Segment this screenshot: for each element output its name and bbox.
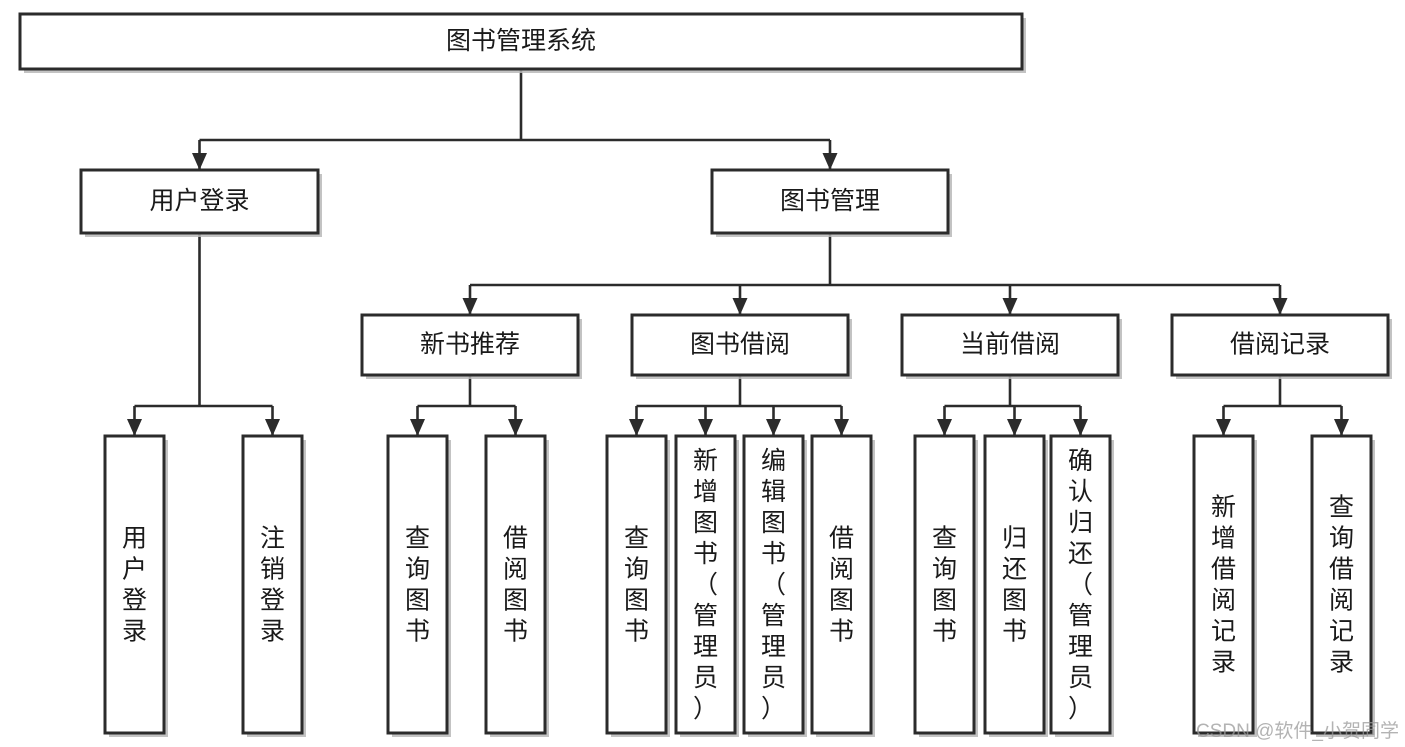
node-rect[interactable] [18, 12, 1024, 71]
connector-arrowhead [822, 153, 838, 170]
connector-arrowhead [1007, 419, 1022, 436]
node-label: 查询图书 [405, 525, 430, 646]
node-label: 查询借阅记录 [1329, 494, 1354, 677]
node-leaf-borrow-lend[interactable]: 借阅图书 [810, 434, 875, 737]
connector-arrowhead [732, 298, 748, 315]
connector-arrowhead [1272, 298, 1288, 315]
connector-arrowhead [1002, 298, 1018, 315]
node-leaf-cur-confirm[interactable]: 确认归还（管理员） [1049, 434, 1114, 737]
node-label: 借阅图书 [503, 525, 528, 646]
node-leaf-rec-borrow[interactable]: 借阅图书 [484, 434, 549, 737]
connector-arrowhead [508, 419, 523, 436]
node-rect[interactable] [484, 434, 547, 735]
node-label: 借阅图书 [829, 525, 854, 646]
node-book-manage[interactable]: 图书管理 [710, 168, 952, 237]
node-label: 新增借阅记录 [1211, 494, 1236, 677]
connector-arrowhead [192, 153, 207, 170]
node-rect[interactable] [630, 313, 850, 377]
node-label: 查询图书 [932, 525, 957, 646]
node-rect[interactable] [710, 168, 950, 235]
node-label: 用户登录 [149, 187, 249, 215]
node-leaf-rec-search[interactable]: 查询借阅记录 [1310, 434, 1375, 737]
node-layer: 图书管理系统用户登录图书管理新书推荐图书借阅当前借阅借阅记录用户登录注销登录查询… [18, 12, 1392, 737]
node-label: 借阅记录 [1230, 331, 1330, 359]
node-label: 图书借阅 [690, 331, 790, 359]
node-rect[interactable] [1170, 313, 1390, 377]
connector-layer [127, 69, 1349, 436]
node-rect[interactable] [1192, 434, 1255, 735]
node-leaf-borrow-query[interactable]: 查询图书 [605, 434, 670, 737]
connector-arrowhead [1216, 419, 1231, 436]
node-label: 查询图书 [624, 525, 649, 646]
node-book-borrow[interactable]: 图书借阅 [630, 313, 852, 379]
connector-arrowhead [629, 419, 644, 436]
connector-arrowhead [937, 419, 952, 436]
node-borrow-record[interactable]: 借阅记录 [1170, 313, 1392, 379]
node-new-book-rec[interactable]: 新书推荐 [360, 313, 582, 379]
node-rect[interactable] [1310, 434, 1373, 735]
connector-arrowhead [834, 419, 849, 436]
node-leaf-borrow-edit[interactable]: 编辑图书（管理员） [742, 434, 807, 737]
node-label: 图书管理系统 [446, 27, 596, 55]
connector-arrowhead [766, 419, 781, 436]
node-rect[interactable] [742, 434, 805, 735]
node-rect[interactable] [674, 434, 737, 735]
connector-arrowhead [265, 419, 280, 436]
node-rect[interactable] [913, 434, 976, 735]
node-rect[interactable] [605, 434, 668, 735]
node-rect[interactable] [241, 434, 304, 735]
node-label: 新增图书（管理员） [693, 447, 718, 723]
connector-arrowhead [1334, 419, 1349, 436]
connector-arrowhead [127, 419, 142, 436]
connector-arrowhead [462, 298, 478, 315]
node-current-borrow[interactable]: 当前借阅 [900, 313, 1122, 379]
node-rect[interactable] [103, 434, 166, 735]
node-label: 当前借阅 [960, 331, 1060, 359]
node-root[interactable]: 图书管理系统 [18, 12, 1026, 73]
node-rect[interactable] [386, 434, 449, 735]
node-leaf-user-login[interactable]: 用户登录 [103, 434, 168, 737]
node-leaf-logout[interactable]: 注销登录 [241, 434, 306, 737]
node-leaf-rec-query[interactable]: 查询图书 [386, 434, 451, 737]
node-rect[interactable] [810, 434, 873, 735]
node-label: 图书管理 [780, 187, 880, 215]
watermark-text: CSDN @软件_小贺同学 [1196, 720, 1399, 742]
connector-arrowhead [410, 419, 425, 436]
connector-arrowhead [1073, 419, 1088, 436]
node-leaf-cur-query[interactable]: 查询图书 [913, 434, 978, 737]
node-label: 用户登录 [122, 525, 147, 646]
node-rect[interactable] [983, 434, 1046, 735]
node-label: 注销登录 [260, 525, 285, 646]
node-leaf-rec-add[interactable]: 新增借阅记录 [1192, 434, 1257, 737]
node-rect[interactable] [360, 313, 580, 377]
node-leaf-cur-return[interactable]: 归还图书 [983, 434, 1048, 737]
node-label: 编辑图书（管理员） [761, 447, 786, 723]
node-label: 确认归还（管理员） [1068, 447, 1093, 723]
node-rect[interactable] [900, 313, 1120, 377]
node-label: 新书推荐 [420, 331, 520, 359]
node-user-login[interactable]: 用户登录 [79, 168, 322, 237]
connector-arrowhead [698, 419, 713, 436]
node-leaf-borrow-add[interactable]: 新增图书（管理员） [674, 434, 739, 737]
node-label: 归还图书 [1002, 525, 1027, 646]
node-rect[interactable] [79, 168, 320, 235]
node-rect[interactable] [1049, 434, 1112, 735]
